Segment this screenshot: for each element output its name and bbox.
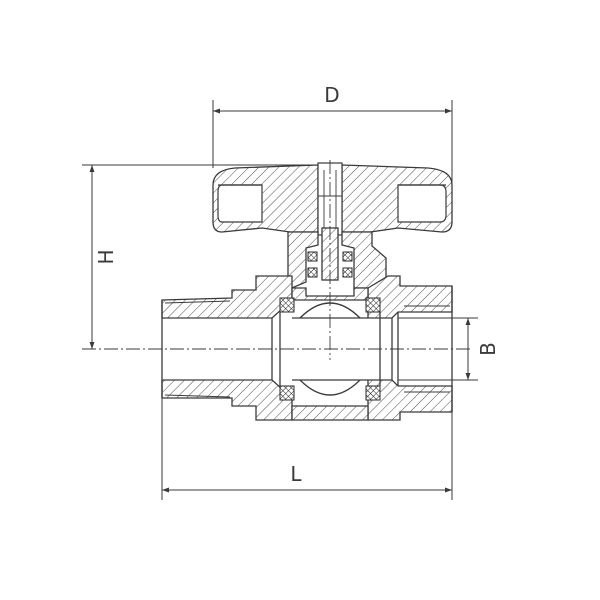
dimension-h-label: H bbox=[94, 249, 118, 264]
handle bbox=[212, 164, 453, 233]
dimension-l: L bbox=[161, 398, 453, 500]
dimension-b: B bbox=[398, 317, 500, 381]
bonnet bbox=[287, 231, 387, 289]
valve-body bbox=[291, 287, 369, 421]
dimension-d-label: D bbox=[324, 83, 339, 107]
seats bbox=[279, 297, 381, 401]
dimension-b-label: B bbox=[476, 342, 500, 356]
dimension-h: H bbox=[82, 164, 318, 349]
dimension-d: D bbox=[212, 83, 453, 185]
left-end bbox=[161, 275, 293, 421]
dimension-l-label: L bbox=[290, 462, 302, 486]
